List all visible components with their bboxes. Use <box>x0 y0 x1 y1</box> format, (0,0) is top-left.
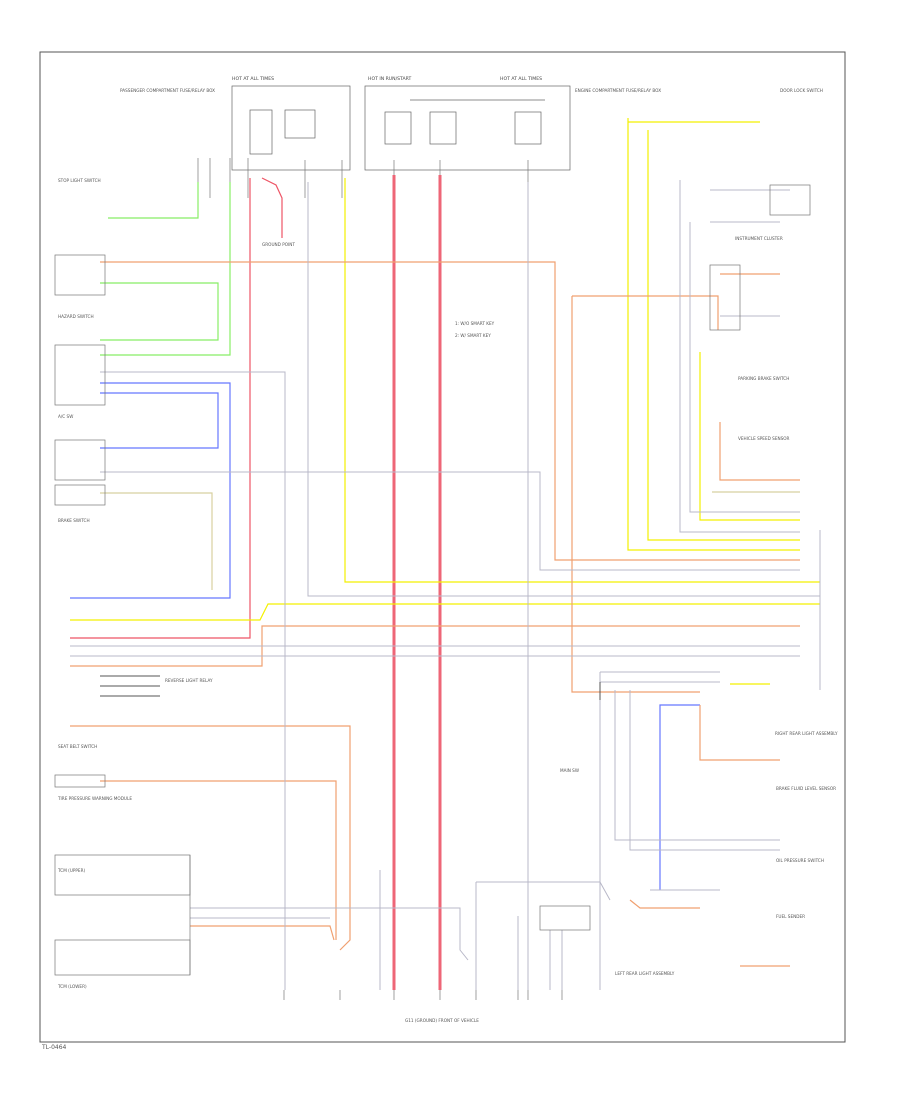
fuse-block-right <box>364 85 571 171</box>
label-brake-sw: BRAKE SWITCH <box>58 518 90 523</box>
label-hazard-sw: HAZARD SWITCH <box>58 314 94 319</box>
label-tcm-upper: TCM (UPPER) <box>57 868 85 873</box>
diagram-labels: HOT AT ALL TIMES HOT IN RUN/START HOT AT… <box>57 76 838 1023</box>
label-right-rear: RIGHT REAR LIGHT ASSEMBLY <box>775 731 838 736</box>
label-parking-brake: PARKING BRAKE SWITCH <box>738 376 789 381</box>
label-stop-light-switch: STOP LIGHT SWITCH <box>58 178 101 183</box>
label-left-fuse-block: PASSENGER COMPARTMENT FUSE/RELAY BOX <box>120 88 215 93</box>
grey-wires <box>70 180 821 990</box>
label-instrument-cluster: INSTRUMENT CLUSTER <box>735 236 783 241</box>
label-reverse-light-relay: REVERSE LIGHT RELAY <box>165 678 213 683</box>
label-right-fuse-block: ENGINE COMPARTMENT FUSE/RELAY BOX <box>575 88 661 93</box>
label-fuse-left-title: HOT AT ALL TIMES <box>232 76 274 82</box>
label-left-rear: LEFT REAR LIGHT ASSEMBLY <box>615 971 675 976</box>
label-door-lock: DOOR LOCK SWITCH <box>780 88 823 93</box>
tan-wires <box>100 491 800 590</box>
label-ac-sw: A/C SW <box>58 414 73 419</box>
diagram-code: TL-0464 <box>42 1044 67 1051</box>
label-legend-2: 2: W/ SMART KEY <box>455 333 491 338</box>
red-feed-left <box>70 177 283 639</box>
blue-wires <box>70 382 700 890</box>
label-brake-fluid: BRAKE FLUID LEVEL SENSOR <box>776 786 836 791</box>
label-bottom-ground: G11 (GROUND) FRONT OF VEHICLE <box>405 1018 479 1023</box>
label-oil-pressure: OIL PRESSURE SWITCH <box>776 858 824 863</box>
dark-wires <box>100 675 601 700</box>
left-components <box>54 254 191 976</box>
label-fuse-mid-title: HOT IN RUN/START <box>368 76 411 82</box>
green-wires <box>100 182 231 356</box>
label-legend-1: 1: W/O SMART KEY <box>455 321 495 326</box>
label-main-sw: MAIN SW <box>560 768 579 773</box>
label-fuse-right-title: HOT AT ALL TIMES <box>500 76 542 82</box>
label-tcm-lower: TCM (LOWER) <box>57 984 87 989</box>
right-components <box>539 184 811 931</box>
label-ground-point: GROUND POINT <box>262 242 295 247</box>
label-fuel-sender: FUEL SENDER <box>776 914 805 919</box>
fuse-block-left <box>231 85 351 171</box>
label-tire-pressure: TIRE PRESSURE WARNING MODULE <box>57 796 132 801</box>
label-seat-belt: SEAT BELT SWITCH <box>58 744 97 749</box>
label-vss: VEHICLE SPEED SENSOR <box>738 436 790 441</box>
diagram-border <box>39 51 846 1043</box>
yellow-wires <box>70 118 820 685</box>
ground-terminals <box>283 990 563 1000</box>
top-connector-stubs <box>197 158 529 198</box>
